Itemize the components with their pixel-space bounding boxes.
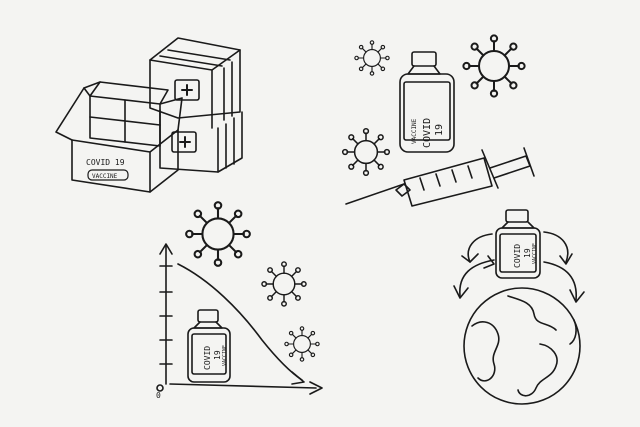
vial-graph-label-line3: VACCINE (222, 345, 228, 366)
arrows-to-globe (453, 231, 585, 303)
virus-icon (462, 34, 526, 98)
vial-graph-label-line1: COVID (203, 346, 212, 370)
medical-boxes (55, 37, 243, 193)
virus-icon (284, 326, 320, 362)
decline-curve (177, 263, 303, 381)
box-label-line2: VACCINE (92, 173, 118, 180)
vial-globe-label-line3: VACCINE (532, 243, 538, 264)
box-label-badge (87, 169, 129, 181)
vial-top-label-line1: COVID (422, 118, 433, 148)
stacked-box-top (149, 37, 241, 129)
graph-axis-zero: 0 (156, 391, 161, 400)
virus-icon (185, 201, 251, 267)
vial-graph (187, 309, 231, 383)
vial-globe-label-line2: 19 (523, 248, 532, 258)
virus-icon (341, 127, 391, 177)
vial-graph-label-line2: 19 (213, 350, 222, 360)
globe (463, 287, 581, 405)
cross-icon (179, 136, 191, 148)
graph-x-axis (169, 383, 317, 389)
open-vaccine-box (55, 81, 183, 193)
arrow-icon (543, 231, 569, 263)
decline-graph (156, 243, 323, 395)
vial-top-label-line3: VACCINE (411, 118, 418, 144)
vial-globe (495, 209, 541, 279)
syringe (345, 147, 535, 207)
virus-icon (354, 40, 390, 76)
cross-icon (181, 84, 193, 96)
virus-icon (261, 261, 307, 307)
vial-top-label-line2: 19 (434, 124, 445, 136)
vial-globe-label-line1: COVID (513, 244, 522, 268)
arrow-icon (543, 261, 577, 301)
arrow-icon (461, 233, 493, 263)
stacked-box-bottom (159, 109, 243, 173)
arrow-icon (459, 259, 495, 297)
vial-top (399, 51, 455, 153)
box-label-line1: COVID 19 (86, 158, 125, 167)
